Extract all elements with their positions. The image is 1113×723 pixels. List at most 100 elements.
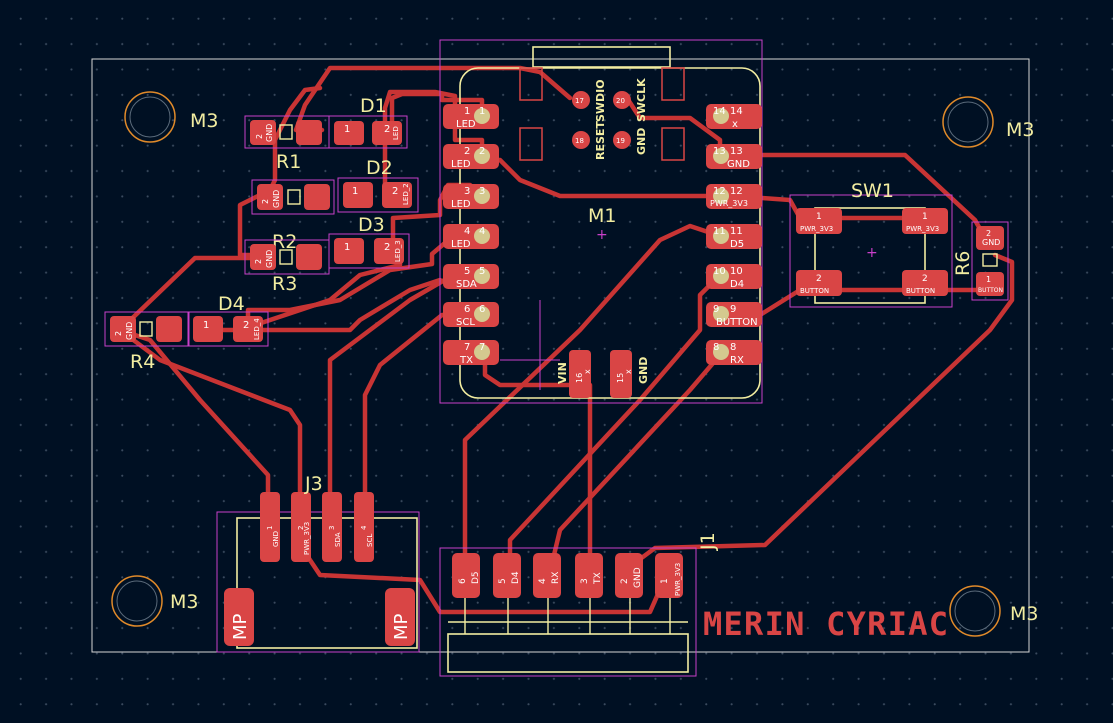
svg-text:LED: LED	[451, 239, 471, 250]
svg-text:LED: LED	[451, 159, 471, 170]
led-d3: 1 2 LED_3 D3	[328, 214, 410, 269]
svg-text:1: 1	[266, 526, 274, 530]
svg-text:4: 4	[360, 525, 368, 530]
svg-text:8: 8	[713, 342, 719, 353]
svg-text:2: 2	[922, 274, 928, 284]
svg-text:1: 1	[344, 124, 350, 135]
svg-text:5: 5	[464, 266, 470, 277]
m1-right-pin: 8 8 RX	[706, 340, 762, 366]
svg-text:3: 3	[479, 186, 485, 197]
svg-text:LED_3: LED_3	[394, 240, 402, 262]
svg-text:2: 2	[261, 199, 270, 204]
svg-text:BUTTON: BUTTON	[906, 287, 935, 295]
svg-text:SDA: SDA	[334, 532, 342, 547]
resistor-r4: 2 GND R4	[104, 311, 190, 373]
mounting-hole-label: M3	[190, 110, 218, 132]
svg-text:2: 2	[297, 526, 305, 530]
svg-text:11: 11	[730, 226, 743, 237]
svg-text:GND: GND	[125, 322, 134, 340]
resistor-r2: 2 GND R2	[251, 179, 335, 253]
module-m1: M1 + 1 1 LED 2 2 LED 3 3 LED 4 4 LED	[439, 39, 763, 404]
svg-text:MP: MP	[391, 613, 412, 640]
svg-text:20: 20	[616, 97, 625, 105]
svg-text:GND: GND	[272, 531, 280, 547]
led-d4: 1 2 LED_4 D4	[187, 293, 269, 347]
d4-reference: D4	[218, 293, 245, 315]
svg-text:+: +	[866, 245, 878, 261]
r6-reference: R6	[952, 251, 974, 276]
svg-text:3: 3	[464, 186, 470, 197]
trace	[252, 277, 443, 333]
j1-reference: J1	[697, 532, 719, 551]
connector-j3: MP MP 1 GND 2 PWR_3V3 3 SDA 4 SCL J3	[216, 473, 420, 653]
svg-text:14: 14	[713, 106, 726, 117]
svg-text:4: 4	[464, 226, 470, 237]
svg-text:PWR_3V3: PWR_3V3	[303, 522, 311, 555]
m1-left-pin: 4 4 LED	[443, 224, 499, 250]
svg-text:12: 12	[713, 186, 726, 197]
m1-left-pin: 3 3 LED	[443, 184, 499, 210]
svg-text:3: 3	[580, 578, 590, 584]
svg-text:10: 10	[713, 266, 726, 277]
svg-text:5: 5	[479, 266, 485, 277]
d2-reference: D2	[366, 157, 393, 179]
svg-text:LED: LED	[456, 119, 476, 130]
svg-text:BUTTON: BUTTON	[716, 317, 758, 328]
svg-text:SWCLK: SWCLK	[635, 78, 648, 122]
svg-text:2: 2	[986, 229, 991, 238]
svg-text:2: 2	[384, 124, 390, 135]
svg-text:1: 1	[660, 578, 670, 584]
svg-text:11: 11	[713, 226, 726, 237]
svg-text:2: 2	[384, 242, 390, 253]
svg-text:16: 16	[575, 373, 584, 383]
m1-right-pin: 9 9 BUTTON	[706, 302, 762, 328]
m1-right-pin: 14 14 x	[706, 104, 762, 130]
svg-text:9: 9	[713, 304, 719, 315]
m1-left-pin: 1 1 LED	[443, 104, 499, 130]
svg-text:SCL: SCL	[366, 534, 374, 547]
svg-text:19: 19	[616, 137, 625, 145]
svg-text:7: 7	[464, 342, 470, 353]
m1-right-pin: 10 10 D4	[706, 264, 762, 290]
svg-text:BUTTON: BUTTON	[978, 287, 1003, 294]
svg-text:LED: LED	[392, 126, 400, 140]
svg-text:13: 13	[713, 146, 726, 157]
svg-text:4: 4	[479, 226, 485, 237]
svg-text:D5: D5	[471, 571, 481, 584]
m1-right-pin: 11 11 D5	[706, 224, 762, 250]
svg-text:PWR_3V3: PWR_3V3	[710, 199, 748, 208]
svg-text:GND: GND	[272, 190, 281, 208]
m1-swd-pads: 17 20 18 19 SWDIO SWCLK RESET GND	[572, 78, 648, 160]
svg-text:2: 2	[255, 134, 264, 139]
svg-text:GND: GND	[635, 128, 648, 155]
svg-text:RESET: RESET	[594, 121, 607, 160]
svg-text:3: 3	[328, 526, 336, 530]
r4-reference: R4	[130, 351, 155, 373]
trace	[462, 223, 723, 583]
svg-text:7: 7	[479, 342, 485, 353]
mounting-hole: M3	[111, 575, 198, 627]
svg-text:GND: GND	[265, 250, 274, 268]
resistor-r3: 2 GND R3	[244, 239, 330, 295]
svg-text:GND: GND	[637, 357, 650, 384]
svg-text:RX: RX	[730, 355, 744, 366]
svg-text:12: 12	[730, 186, 743, 197]
svg-text:GND: GND	[982, 238, 1000, 247]
trace	[117, 327, 303, 513]
svg-text:BUTTON: BUTTON	[800, 287, 829, 295]
copper-traces	[117, 65, 1015, 615]
mounting-hole: M3	[949, 585, 1038, 637]
svg-text:SDA: SDA	[456, 279, 477, 290]
trace	[117, 255, 271, 513]
svg-text:D4: D4	[511, 571, 521, 584]
svg-text:MP: MP	[230, 613, 251, 640]
board-edge-outline	[91, 58, 1030, 653]
switch-sw1: 1 PWR_3V3 1 PWR_3V3 2 BUTTON 2 BUTTON SW…	[789, 180, 953, 308]
svg-text:2: 2	[479, 146, 485, 157]
m1-left-pin: 5 5 SDA	[443, 264, 499, 290]
j3-reference: J3	[304, 473, 323, 495]
mounting-hole-label: M3	[170, 591, 198, 613]
svg-text:2: 2	[392, 186, 398, 197]
connector-j1: 6 D5 5 D4 4 RX 3 TX 2 GND 1 PWR_3V3 J1	[439, 532, 719, 677]
